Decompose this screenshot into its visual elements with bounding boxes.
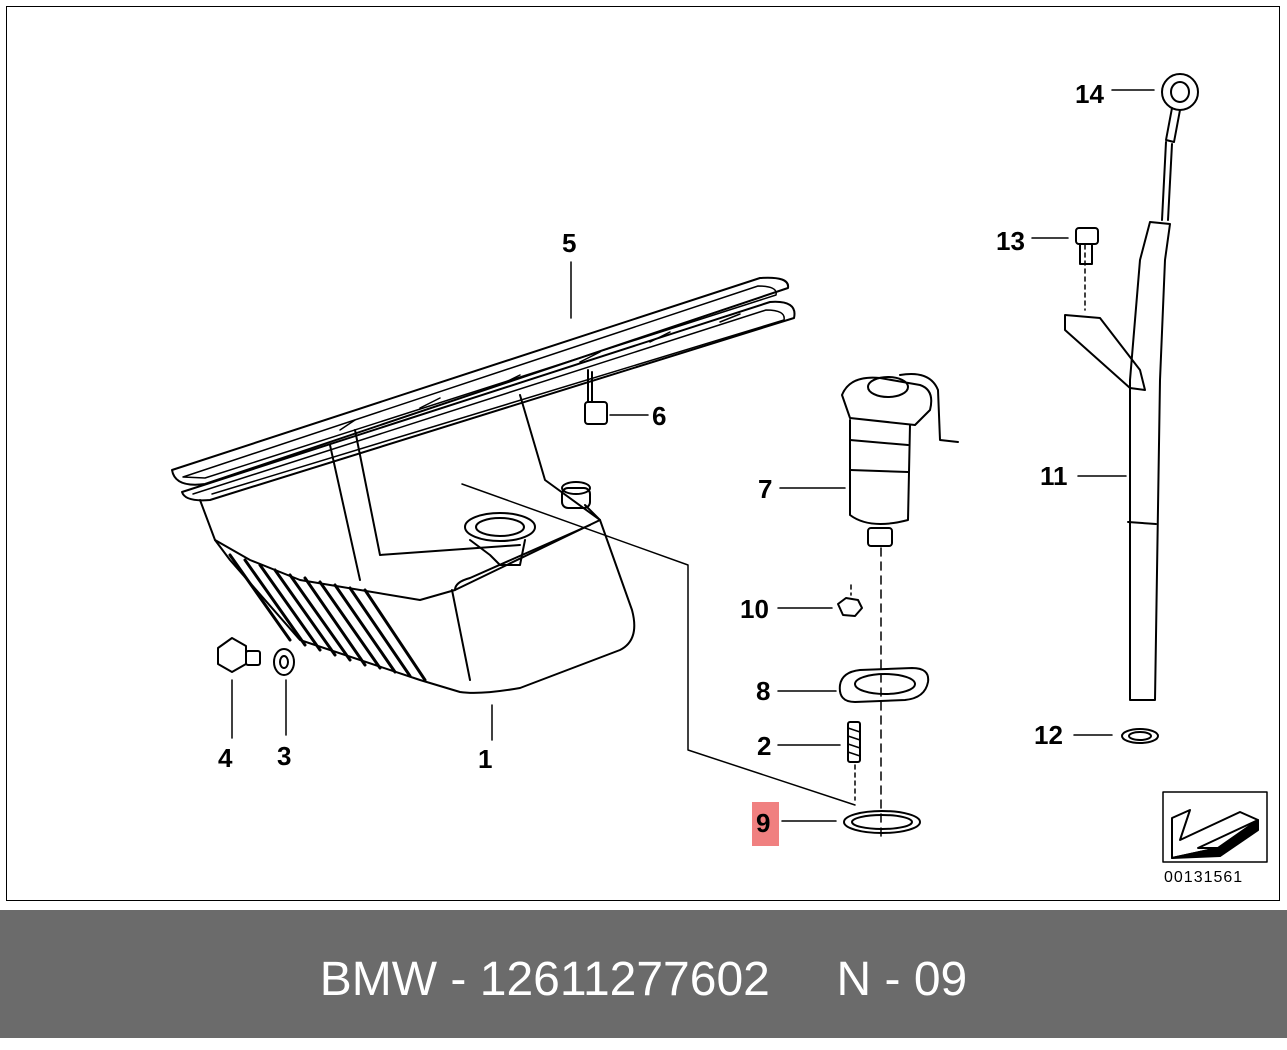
bolt-6-drawing	[584, 369, 608, 425]
callout-8: 8	[756, 676, 770, 706]
leader-lines	[231, 89, 1155, 822]
callout-7: 7	[758, 474, 772, 504]
callout-labels: 1 2 3 4 5 6 7 8 9 10 11 12 13 14 0013156…	[218, 79, 1243, 886]
oil-pan-gasket-drawing	[171, 276, 796, 502]
drain-plug-drawing	[217, 637, 295, 676]
reference-number: 00131561	[1164, 869, 1243, 886]
callout-11: 11	[1040, 461, 1068, 491]
diagram-frame	[6, 6, 1280, 901]
oil-pan-drawing	[199, 394, 856, 806]
callout-10: 10	[740, 594, 769, 624]
callout-9-highlight	[752, 802, 779, 846]
callout-6: 6	[652, 401, 666, 431]
callout-2: 2	[757, 731, 771, 761]
callout-12: 12	[1034, 720, 1063, 750]
callout-5: 5	[562, 228, 576, 258]
part-number-caption: BMW - 12611277602 N - 09	[319, 953, 968, 1006]
orientation-arrow-icon	[1162, 791, 1268, 863]
callout-3: 3	[277, 741, 291, 771]
dipstick-drawing	[1064, 73, 1199, 744]
oil-level-sensor-drawing	[837, 373, 959, 841]
callout-13: 13	[996, 226, 1025, 256]
footer-bar: BMW - 12611277602 N - 09	[0, 910, 1287, 1038]
callout-1: 1	[478, 744, 492, 774]
callout-9: 9	[756, 808, 770, 838]
callout-4: 4	[218, 743, 233, 773]
parts-diagram: 1 2 3 4 5 6 7 8 9 10 11 12 13 14 0013156…	[171, 73, 1268, 886]
callout-14: 14	[1075, 79, 1104, 109]
